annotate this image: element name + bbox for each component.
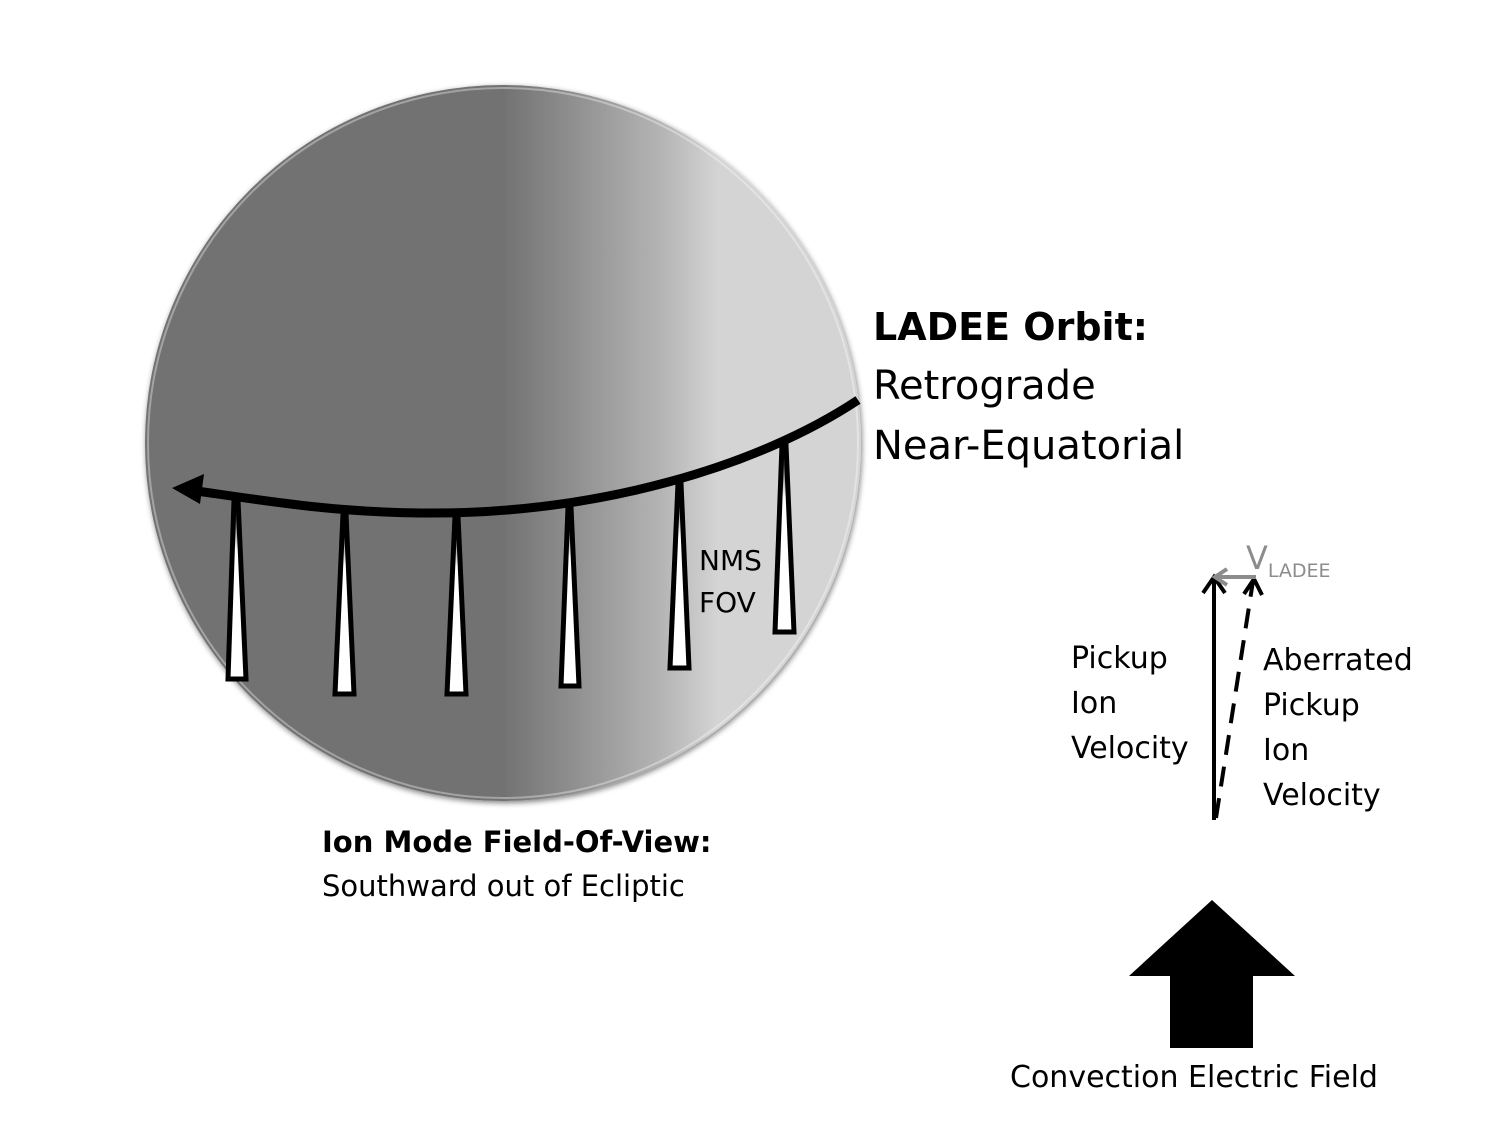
aberrated-label-line: Velocity [1263, 778, 1381, 813]
pickup-label-line: Pickup [1071, 641, 1168, 676]
orbit-type-near-equatorial: Near-Equatorial [873, 423, 1185, 469]
moon-rim-highlight [147, 87, 859, 799]
aberrated-label-line: Pickup [1263, 688, 1360, 723]
aberrated-label-line: Aberrated [1263, 643, 1413, 678]
fov-subtitle: Southward out of Ecliptic [322, 869, 685, 903]
pickup-ion-velocity-label: Pickup Ion Velocity [1071, 636, 1189, 771]
aberrated-velocity-label: Aberrated Pickup Ion Velocity [1263, 638, 1413, 818]
orbit-title: LADEE Orbit: [873, 305, 1148, 349]
convection-field-label: Convection Electric Field [1010, 1060, 1378, 1095]
pickup-label-line: Velocity [1071, 731, 1189, 766]
nms-label-line2: FOV [699, 586, 756, 619]
moon-disk [145, 85, 861, 801]
nms-label-line1: NMS [699, 544, 762, 577]
orbit-arrow [189, 396, 861, 518]
vladee-subscript: LADEE [1267, 560, 1331, 582]
fov-title: Ion Mode Field-Of-View: [322, 825, 712, 859]
convection-field-arrow [1129, 900, 1295, 1048]
aberrated-velocity-arrow [1214, 580, 1255, 819]
nms-fov-label: NMS FOV [699, 540, 762, 624]
vladee-label: VLADEE [1246, 542, 1331, 581]
velocity-diagram [1201, 567, 1264, 820]
aberrated-label-line: Ion [1263, 733, 1310, 768]
vladee-symbol: V [1246, 539, 1268, 577]
orbit-arrow-head [172, 474, 204, 504]
pickup-label-line: Ion [1071, 686, 1118, 721]
vladee-arrow-head [1211, 567, 1229, 587]
orbit-type-retrograde: Retrograde [873, 363, 1096, 409]
